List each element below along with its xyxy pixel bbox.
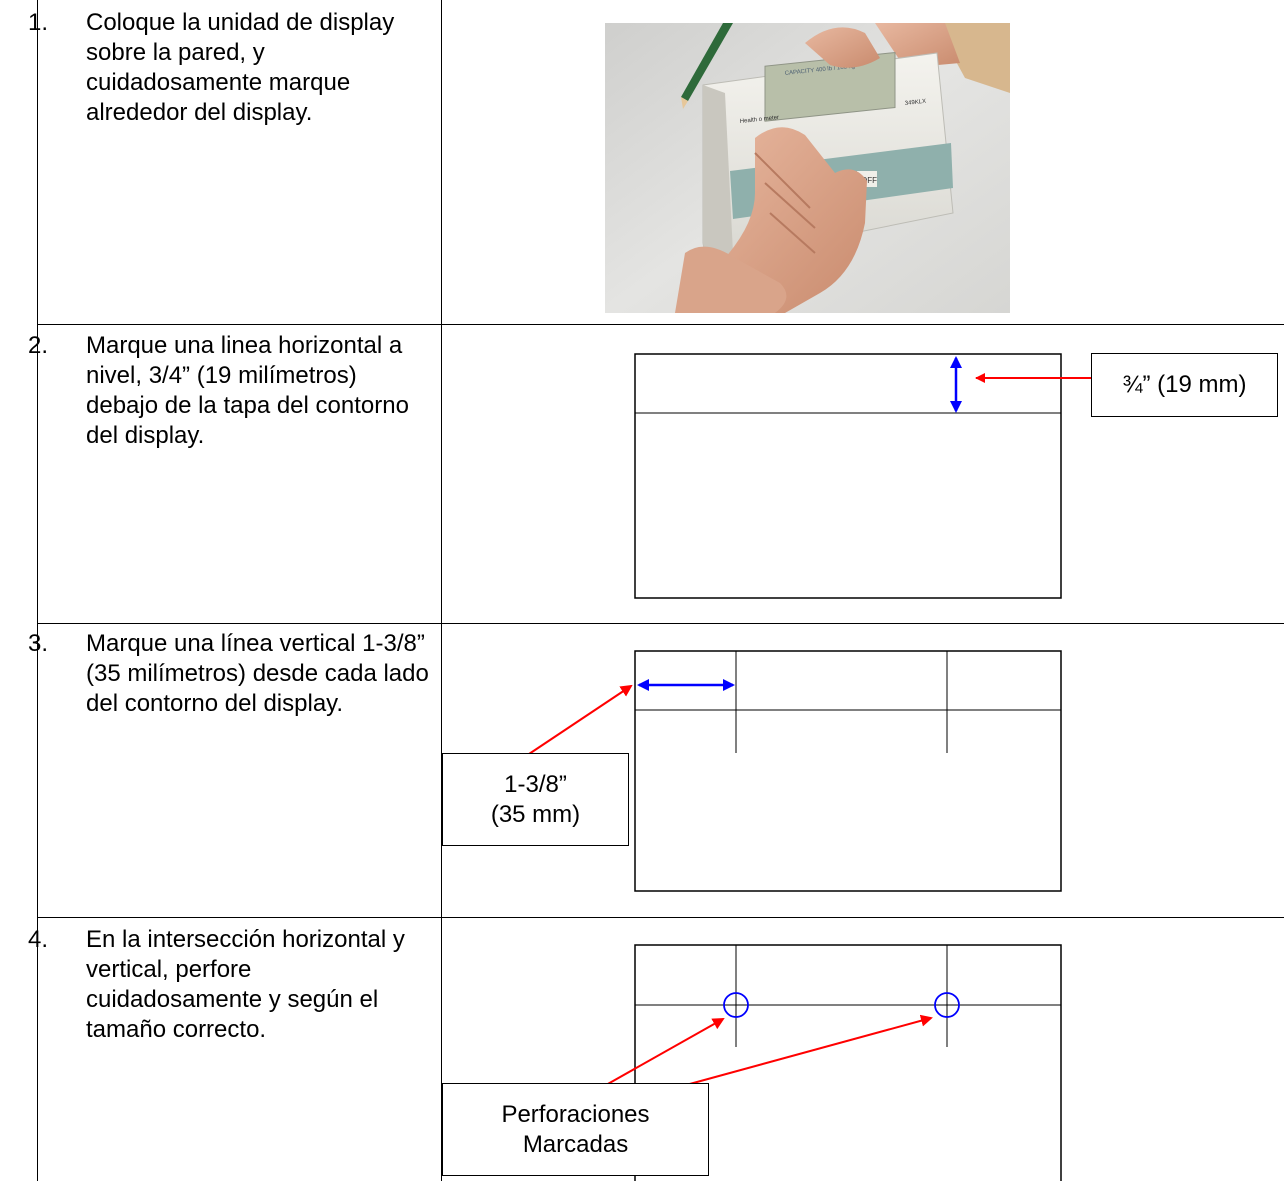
callout-perforaciones-marcadas: Perforaciones Marcadas — [442, 1083, 709, 1176]
step-4-diagram: Perforaciones Marcadas — [441, 917, 1284, 1181]
callout-pointer-arrow-left — [605, 1018, 725, 1086]
display-outline — [634, 650, 1062, 892]
display-outline — [634, 944, 1062, 1181]
table-row-divider-3 — [37, 917, 1284, 918]
step-text: Coloque la unidad de display sobre la pa… — [86, 9, 395, 126]
device-brand-label: Health o meter — [740, 115, 780, 125]
device-model-label: 349KLX — [905, 99, 927, 107]
table-row-divider-2 — [37, 623, 1284, 624]
callout-text-line-1: 1-3/8” — [504, 770, 567, 798]
step-2-diagram: ¾” (19 mm) — [441, 324, 1284, 623]
callout-pointer-arrow — [528, 684, 633, 755]
device-off-label: OFF — [861, 176, 877, 185]
step-text: Marque una linea horizontal a nivel, 3/4… — [86, 332, 409, 449]
step-1-photo: ON OFF CAPACITY 400 lb / 180 kg Health o… — [605, 23, 1010, 313]
callout-text-line-2: Marcadas — [522, 1130, 629, 1158]
display-outline — [634, 353, 1062, 599]
step-number: 3. — [28, 630, 49, 657]
callout-1-3-8-inch: 1-3/8” (35 mm) — [442, 753, 629, 846]
step-3-diagram: 1-3/8” (35 mm) — [441, 623, 1284, 917]
pencil-icon — [681, 23, 733, 109]
callout-text-line-2: (35 mm) — [490, 800, 581, 828]
step-number: 4. — [28, 926, 49, 953]
step-number: 2. — [28, 332, 49, 359]
drill-mark-right — [934, 992, 960, 1018]
table-column-divider — [441, 0, 442, 1181]
table-row-divider-1 — [37, 324, 1284, 325]
table-left-border — [37, 0, 38, 1181]
callout-3-4-inch: ¾” (19 mm) — [1091, 353, 1278, 417]
step-number: 1. — [28, 9, 49, 36]
drill-mark-left — [723, 992, 749, 1018]
step-text: En la intersección horizontal y vertical… — [86, 926, 405, 1043]
step-text: Marque una línea vertical 1-3/8” (35 mil… — [86, 630, 429, 717]
callout-pointer-arrow-right — [685, 1014, 933, 1086]
callout-text-line-1: Perforaciones — [501, 1100, 650, 1128]
callout-text: ¾” (19 mm) — [1122, 371, 1247, 398]
